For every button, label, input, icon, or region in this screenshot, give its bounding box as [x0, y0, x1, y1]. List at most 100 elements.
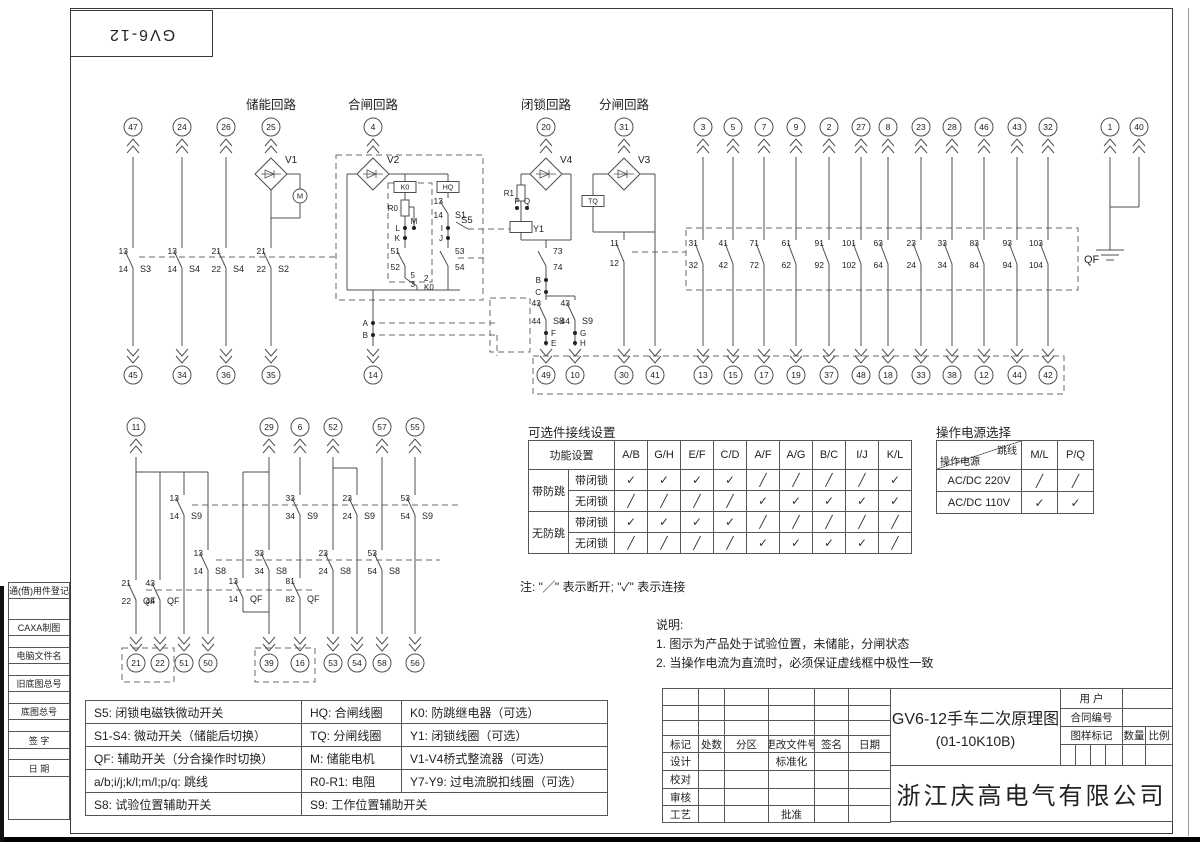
connector-arrow-icon [726, 355, 740, 364]
revision-header: 更改文件号 [768, 735, 815, 753]
connector-arrow-icon [293, 636, 307, 645]
terminal-5 [723, 117, 743, 137]
terminal-number: 33 [916, 370, 926, 380]
terminal-number: 26 [221, 122, 231, 132]
contact-blade [820, 242, 830, 265]
terminal-number: 31 [619, 122, 629, 132]
revision-cell [768, 688, 815, 706]
terminal-15 [723, 365, 743, 385]
wiring-mark-connected: ✓ [647, 469, 681, 491]
terminal-number: 47 [128, 122, 138, 132]
mark-subcell [1090, 744, 1106, 766]
options-table: 功能设置 A/B G/H E/F C/D A/F A/G B/C I/J K/L… [528, 440, 912, 554]
margin-strip-label: 底图总号 [8, 703, 70, 720]
schematic-label: 74 [553, 262, 563, 272]
motor-label: M [297, 192, 303, 201]
revision-cell [724, 705, 769, 721]
contact-blade [439, 250, 449, 267]
connector-arrow-icon [617, 138, 631, 147]
connector-arrow-icon [539, 138, 553, 147]
connector-arrow-icon [648, 348, 662, 357]
schematic-label: 14 [229, 594, 239, 604]
options-col: G/H [647, 440, 681, 470]
schematic-label: C [535, 288, 541, 297]
terminal-number: 18 [883, 370, 893, 380]
note-item: 1. 图示为产品处于试验位置，未储能，分闸状态 [656, 637, 910, 651]
section-title: QF [1084, 254, 1100, 266]
contact-blade [852, 242, 862, 265]
connector-arrow-icon [822, 145, 836, 154]
terminal-34 [172, 365, 192, 385]
schematic-label: 53 [401, 493, 411, 503]
signoff-cell [724, 805, 769, 823]
terminal-number: 3 [701, 122, 706, 132]
revision-header: 日期 [848, 735, 891, 753]
junction-dot [371, 321, 375, 325]
terminal-55 [405, 417, 425, 437]
connector-arrow-icon [696, 355, 710, 364]
schematic-label: 14 [119, 264, 129, 274]
connector-arrow-icon [945, 355, 959, 364]
connector-arrow-icon [153, 643, 167, 652]
terminal-number: 55 [410, 422, 420, 432]
revision-header: 分区 [724, 735, 769, 753]
schematic-label: 62 [782, 260, 792, 270]
terminal-28 [942, 117, 962, 137]
schematic-label: K [395, 234, 401, 243]
terminal-number: 27 [856, 122, 866, 132]
schematic-label: 21 [212, 246, 222, 256]
options-rowname: 无闭锁 [568, 532, 615, 554]
legend-cell: M: 储能电机 [301, 746, 402, 770]
contact-blade [1008, 242, 1018, 265]
section-title: 5 [411, 271, 416, 280]
contact-name: S9 [582, 316, 593, 326]
field-user: 用 户 [1060, 688, 1123, 709]
connector-arrow-icon [1041, 348, 1055, 357]
options-col: A/F [746, 440, 780, 470]
connector-arrow-icon [219, 145, 233, 154]
connector-arrow-icon [175, 355, 189, 364]
wiring-mark-open: ╱ [779, 511, 813, 533]
connector-arrow-icon [264, 145, 278, 154]
contact-blade [124, 250, 134, 269]
drawing-code: (01-10K10B) [935, 733, 1016, 749]
contact-blade [260, 552, 270, 571]
terminal-number: 54 [352, 658, 362, 668]
schematic-label: 81 [286, 576, 296, 586]
schematic-label: 43 [561, 298, 571, 308]
power-col: M/L [1021, 440, 1058, 470]
connector-arrow-icon [789, 145, 803, 154]
schematic-label: E [551, 339, 556, 348]
terminal-number: 44 [1012, 370, 1022, 380]
mark-subcell [1075, 744, 1091, 766]
connector-arrow-icon [881, 138, 895, 147]
contact-name: S9 [364, 511, 375, 521]
signoff-label: 校对 [662, 770, 699, 789]
terminal-54 [347, 653, 367, 673]
schematic-label: 13 [434, 196, 444, 206]
component-label: V4 [560, 155, 573, 166]
schematic-label: 92 [815, 260, 825, 270]
options-group: 带防跳 [528, 469, 569, 512]
connector-arrow-icon [175, 145, 189, 154]
contact-blade [291, 497, 301, 516]
connector-arrow-icon [129, 438, 143, 447]
terminal-number: 57 [377, 422, 387, 432]
terminal-32 [1038, 117, 1058, 137]
revision-cell [698, 688, 725, 706]
schematic-label: M [411, 217, 418, 226]
terminal-number: 4 [371, 122, 376, 132]
terminal-25 [261, 117, 281, 137]
wiring-mark-open: ╱ [812, 469, 846, 491]
terminal-41 [645, 365, 665, 385]
options-col: I/J [845, 440, 879, 470]
junction-dot [544, 331, 548, 335]
schematic-label: 73 [553, 246, 563, 256]
contact-name: QF [167, 596, 180, 606]
schematic-label: 94 [1003, 260, 1013, 270]
terminal-8 [878, 117, 898, 137]
revision-cell [698, 720, 725, 736]
note-item: 2. 当操作电流为直流时，必须保证虚线框中极性一致 [656, 656, 934, 670]
wiring-mark-connected: ✓ [1021, 491, 1058, 514]
